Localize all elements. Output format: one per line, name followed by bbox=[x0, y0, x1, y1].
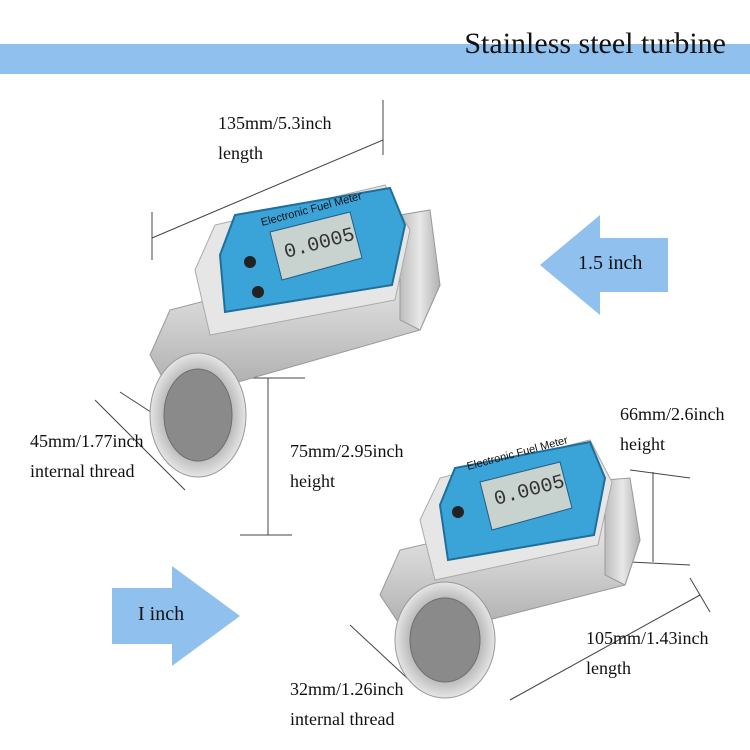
small-length-value: 105mm/1.43inch bbox=[586, 628, 709, 648]
page-title: Stainless steel turbine bbox=[464, 27, 726, 60]
small-height-value: 66mm/2.6inch bbox=[620, 404, 725, 424]
small-length-label: 105mm/1.43inch length bbox=[586, 623, 709, 683]
small-thread-word: internal thread bbox=[290, 709, 395, 729]
large-thread-word: internal thread bbox=[30, 461, 135, 481]
large-height-label: 75mm/2.95inch height bbox=[290, 436, 404, 496]
large-thread-label: 45mm/1.77inch internal thread bbox=[30, 426, 144, 486]
small-height-label: 66mm/2.6inch height bbox=[620, 399, 725, 459]
small-height-word: height bbox=[620, 434, 665, 454]
arrow-right-icon bbox=[112, 566, 240, 666]
arrow-left-icon bbox=[540, 215, 668, 315]
title-banner bbox=[0, 44, 750, 74]
large-height-word: height bbox=[290, 471, 335, 491]
large-height-value: 75mm/2.95inch bbox=[290, 441, 404, 461]
large-thread-value: 45mm/1.77inch bbox=[30, 431, 144, 451]
large-inlet-label: 1.5 inch bbox=[578, 252, 643, 274]
large-length-value: 135mm/5.3inch bbox=[218, 113, 332, 133]
large-length-label: 135mm/5.3inch length bbox=[218, 108, 332, 168]
small-length-word: length bbox=[586, 658, 631, 678]
large-turbine-meter bbox=[149, 184, 441, 478]
small-inlet-label: I inch bbox=[138, 603, 185, 625]
small-turbine-meter bbox=[379, 439, 641, 699]
small-thread-label: 32mm/1.26inch internal thread bbox=[290, 674, 404, 734]
large-length-word: length bbox=[218, 143, 263, 163]
small-thread-value: 32mm/1.26inch bbox=[290, 679, 404, 699]
